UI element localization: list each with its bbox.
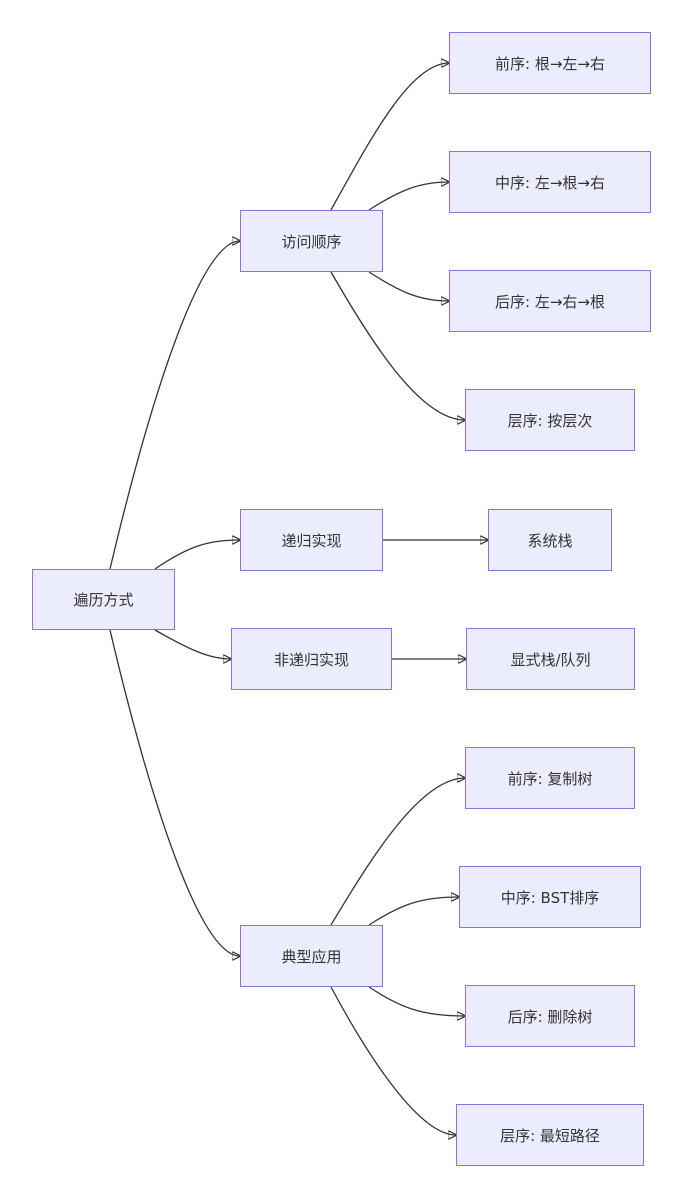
edge-visit-to-postorder (368, 271, 449, 301)
edge-visit-to-levelorder (330, 271, 465, 420)
edge-app-to-shortest-path (330, 986, 456, 1135)
node-inorder: 中序: 左→根→右 (449, 151, 651, 213)
node-typical-applications: 典型应用 (240, 925, 383, 987)
edge-root-to-visit-order (109, 241, 240, 570)
node-visit-order: 访问顺序 (240, 210, 383, 272)
node-postorder: 后序: 左→右→根 (449, 270, 651, 332)
node-system-stack: 系统栈 (488, 509, 612, 571)
edge-app-to-bst-sort (368, 897, 459, 926)
node-recursive-impl: 递归实现 (240, 509, 383, 571)
edge-app-to-delete-tree (368, 986, 465, 1016)
node-inorder-bst-sort: 中序: BST排序 (459, 866, 641, 928)
edge-visit-to-preorder (330, 63, 449, 211)
edge-root-to-applications (109, 629, 240, 956)
edge-root-to-iterative (154, 629, 231, 659)
edge-app-to-copy-tree (330, 778, 465, 926)
node-traversal-methods: 遍历方式 (32, 569, 175, 630)
node-postorder-delete-tree: 后序: 删除树 (465, 985, 635, 1047)
node-preorder-copy-tree: 前序: 复制树 (465, 747, 635, 809)
node-preorder: 前序: 根→左→右 (449, 32, 651, 94)
node-levelorder-shortest-path: 层序: 最短路径 (456, 1104, 644, 1166)
edge-root-to-recursive (154, 540, 240, 570)
node-levelorder: 层序: 按层次 (465, 389, 635, 451)
node-iterative-impl: 非递归实现 (231, 628, 392, 690)
node-explicit-stack-queue: 显式栈/队列 (466, 628, 635, 690)
edge-visit-to-inorder (368, 182, 449, 211)
